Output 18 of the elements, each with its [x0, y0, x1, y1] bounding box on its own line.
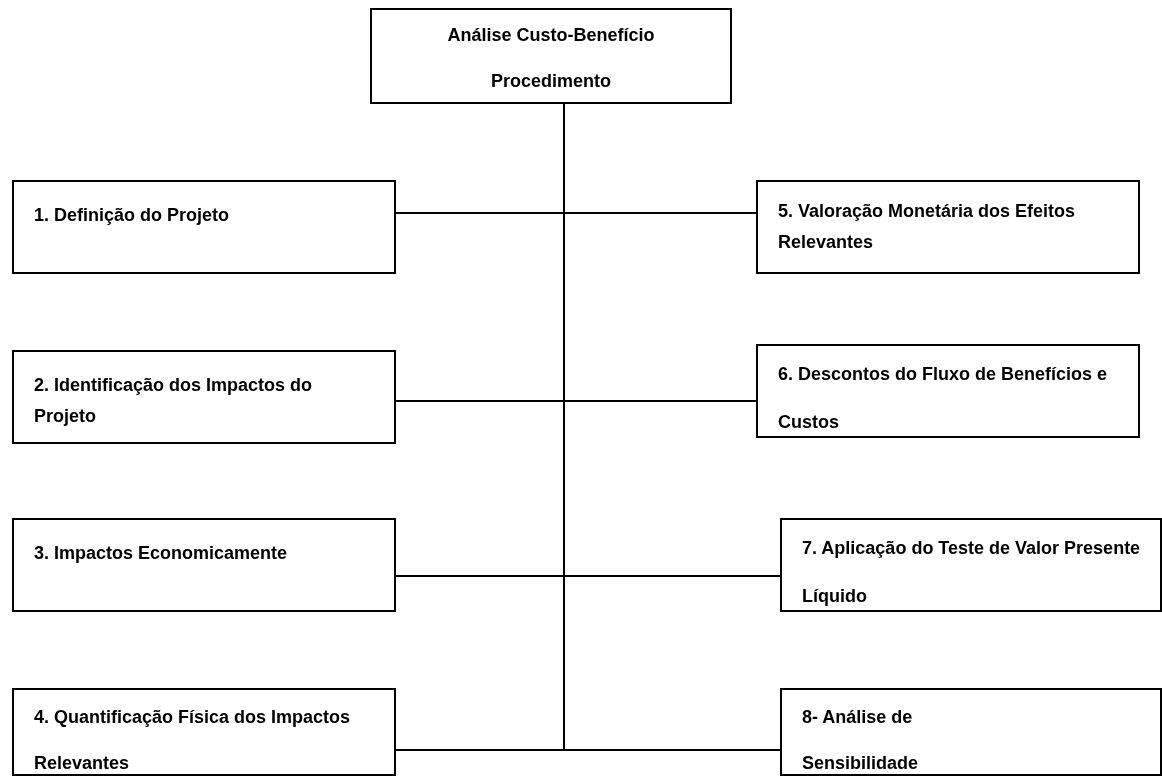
box-label: 1. Definição do Projeto [34, 204, 231, 227]
process-box [12, 688, 396, 776]
box-label: 2. Identificação dos Impactos do Projeto [34, 374, 314, 428]
box-label: 5. Valoração Monetária dos Efeitos Relevantes [778, 200, 1077, 254]
process-box [12, 518, 396, 612]
process-box [12, 350, 396, 444]
process-box [756, 180, 1140, 274]
box-label: 3. Impactos Economicamente [34, 542, 289, 565]
box-label: 6. Descontos do Fluxo de Benefícios e Custos [778, 363, 1109, 434]
process-box [780, 688, 1162, 776]
process-box [12, 180, 396, 274]
box-label: 7. Aplicação do Teste de Valor Presente Líquido [802, 537, 1142, 608]
box-label: 4. Quantificação Física dos Impactos Relevantes [34, 706, 352, 775]
process-box [780, 518, 1162, 612]
process-box [756, 344, 1140, 438]
box-label: 8- Análise de Sensibilidade [802, 706, 920, 775]
box-label: Análise Custo-Benefício Procedimento [446, 24, 656, 93]
process-box [370, 8, 732, 104]
